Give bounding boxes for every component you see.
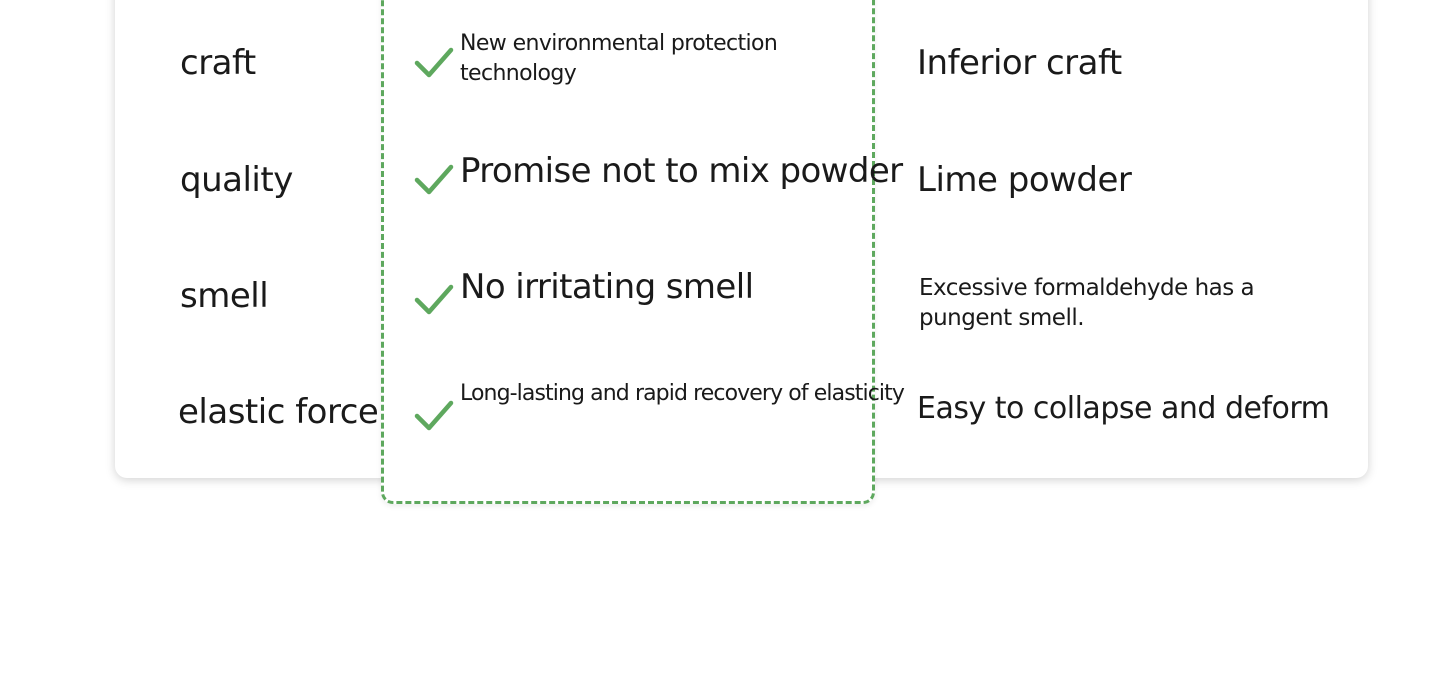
row-label: craft — [180, 43, 256, 83]
check-icon — [414, 47, 454, 78]
advantage-text: New environmental protection technology — [460, 31, 778, 86]
check-icon — [414, 284, 454, 315]
advantage-text: Promise not to mix powder — [460, 151, 903, 191]
row-label: elastic force — [178, 392, 379, 432]
row-label: quality — [180, 160, 293, 200]
disadvantage-text: Inferior craft — [917, 43, 1122, 83]
row-label: smell — [180, 276, 269, 316]
advantage-text: No irritating smell — [460, 267, 754, 307]
disadvantage-text: Excessive formaldehyde has a pungent sme… — [919, 275, 1255, 331]
disadvantage-text: Lime powder — [917, 160, 1132, 200]
check-icon — [414, 164, 454, 195]
advantage-text: Long-lasting and rapid recovery of elast… — [460, 381, 905, 406]
disadvantage-text: Easy to collapse and deform — [917, 391, 1330, 426]
highlight-column — [381, 0, 875, 504]
check-icon — [414, 400, 454, 431]
